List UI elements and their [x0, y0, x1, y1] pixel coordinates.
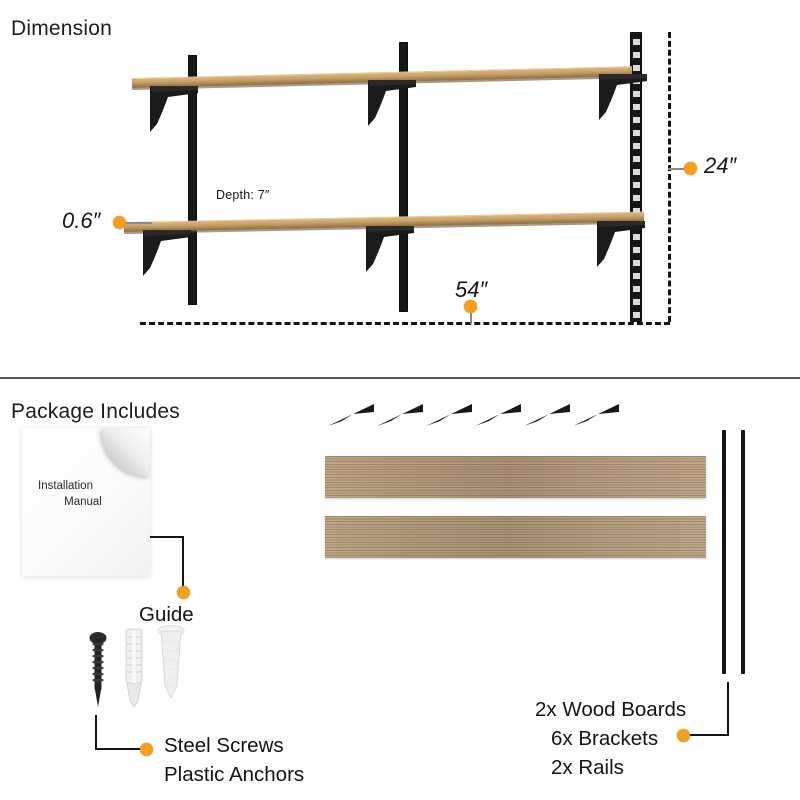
guide-label: Guide — [139, 603, 194, 626]
thickness-label: 0.6″ — [62, 208, 101, 233]
package-rail-1 — [722, 430, 726, 674]
guide-callout-horizontal — [150, 536, 184, 538]
height-measure-line — [668, 32, 671, 322]
manual-text-line1: Installation — [38, 480, 93, 492]
package-rail-2 — [741, 430, 745, 674]
package-wood-board-1 — [325, 456, 706, 498]
brackets-label: 6x Brackets — [551, 727, 659, 750]
hardware-callout-dot — [140, 743, 153, 756]
manual-page-curl — [102, 428, 150, 476]
guide-callout-dot — [177, 586, 190, 599]
thickness-callout-dot — [113, 216, 126, 229]
page-title-dimension: Dimension — [11, 17, 113, 41]
height-callout-dot — [684, 162, 697, 175]
hardware-callout-vertical — [95, 715, 97, 750]
installation-manual-image — [22, 428, 150, 576]
package-wood-board-2 — [325, 516, 706, 558]
plastic-anchor-ribbed-icon — [118, 627, 150, 716]
components-callout-vertical — [727, 682, 729, 736]
manual-text-line2: Manual — [64, 496, 102, 508]
width-leader-line — [470, 304, 472, 324]
hardware-callout-horizontal — [95, 748, 147, 750]
width-measure-line — [140, 322, 670, 325]
height-label: 24″ — [704, 153, 737, 178]
depth-label: Depth: 7″ — [216, 188, 270, 202]
thickness-leader-line — [122, 222, 152, 224]
wood-boards-label: 2x Wood Boards — [535, 698, 687, 721]
components-callout-horizontal — [684, 734, 729, 736]
package-includes-diagram: Installation Manual Guide — [0, 378, 800, 800]
components-callout-dot — [677, 729, 690, 742]
manual-text-block: Installation Manual — [30, 478, 126, 510]
wall-rail-left — [188, 55, 197, 305]
width-callout-dot — [464, 300, 477, 313]
plastic-anchor-threaded-icon — [152, 624, 190, 715]
dimension-diagram: 24″ 54″ 0.6″ Depth: 7″ — [0, 0, 800, 360]
section-divider — [0, 377, 800, 379]
steel-screws-label: Steel Screws — [164, 734, 284, 757]
steel-screw-icon — [85, 631, 111, 714]
wall-rail-right — [630, 32, 642, 322]
height-leader-line — [668, 168, 690, 170]
wall-rail-middle — [399, 42, 408, 312]
width-label: 54″ — [455, 277, 488, 302]
page-title-package: Package Includes — [11, 400, 180, 424]
plastic-anchors-label: Plastic Anchors — [164, 763, 305, 786]
guide-callout-vertical — [182, 536, 184, 594]
rails-label: 2x Rails — [551, 756, 624, 779]
